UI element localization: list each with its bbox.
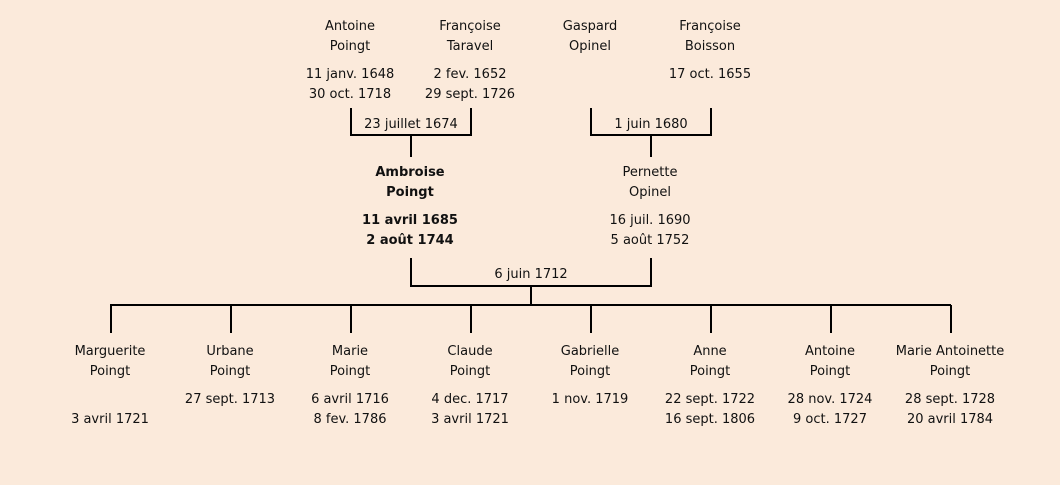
person-gaspard-opinel[interactable]: Gaspard Opinel — [525, 17, 655, 105]
death-date — [525, 410, 655, 430]
connector-poingt-grandparents — [350, 108, 472, 157]
last-name: Poingt — [329, 364, 371, 379]
first-name: Anne — [693, 344, 727, 359]
birth-date: 17 oct. 1655 — [668, 67, 752, 82]
first-name: Marguerite — [74, 344, 146, 359]
death-date: 2 août 1744 — [366, 233, 454, 248]
marriage-date-opinel-boisson: 1 juin 1680 — [614, 117, 688, 132]
person-child-urbane[interactable]: Urbane Poingt 27 sept. 1713 — [165, 342, 295, 430]
birth-date: 11 avril 1685 — [362, 213, 458, 228]
last-name: Poingt — [689, 364, 731, 379]
last-name: Poingt — [209, 364, 251, 379]
last-name: Opinel — [569, 39, 611, 54]
last-name: Poingt — [386, 185, 434, 200]
death-date: 3 avril 1721 — [71, 412, 149, 427]
person-child-marie[interactable]: Marie Poingt 6 avril 1716 8 fev. 1786 — [285, 342, 415, 430]
person-child-anne[interactable]: Anne Poingt 22 sept. 1722 16 sept. 1806 — [645, 342, 775, 430]
last-name: Poingt — [329, 39, 371, 54]
death-date: 30 oct. 1718 — [308, 87, 392, 102]
death-date — [645, 85, 775, 105]
birth-date: 6 avril 1716 — [311, 392, 389, 407]
birth-date: 28 sept. 1728 — [904, 392, 996, 407]
first-name: Urbane — [206, 344, 254, 359]
marriage-date-poingt-taravel: 23 juillet 1674 — [364, 117, 458, 132]
birth-date: 11 janv. 1648 — [305, 67, 395, 82]
connector-opinel-grandparents — [590, 108, 712, 157]
death-date: 9 oct. 1727 — [793, 412, 867, 427]
last-name: Taravel — [446, 39, 494, 54]
last-name: Boisson — [684, 39, 736, 54]
first-name: Marie Antoinette — [895, 344, 1005, 359]
person-francoise-taravel[interactable]: Françoise Taravel 2 fev. 1652 29 sept. 1… — [405, 17, 535, 105]
marriage-date-parents: 6 juin 1712 — [494, 267, 568, 282]
first-name: Ambroise — [375, 165, 445, 180]
birth-date: 4 dec. 1717 — [431, 392, 509, 407]
death-date: 20 avril 1784 — [906, 412, 994, 427]
first-name: Françoise — [679, 19, 741, 34]
first-name: Antoine — [804, 344, 856, 359]
person-antoine-poingt-grandfather[interactable]: Antoine Poingt 11 janv. 1648 30 oct. 171… — [285, 17, 415, 105]
death-date: 5 août 1752 — [610, 233, 690, 248]
last-name: Poingt — [809, 364, 851, 379]
birth-date: 2 fev. 1652 — [433, 67, 507, 82]
last-name: Poingt — [89, 364, 131, 379]
last-name: Poingt — [449, 364, 491, 379]
first-name: Gaspard — [562, 19, 618, 34]
first-name: Claude — [447, 344, 493, 359]
person-child-gabrielle[interactable]: Gabrielle Poingt 1 nov. 1719 — [525, 342, 655, 430]
person-child-antoine[interactable]: Antoine Poingt 28 nov. 1724 9 oct. 1727 — [765, 342, 895, 430]
first-name: Pernette — [622, 165, 678, 180]
connector-parents — [410, 258, 652, 305]
death-date: 3 avril 1721 — [431, 412, 509, 427]
person-child-marie-antoinette[interactable]: Marie Antoinette Poingt 28 sept. 1728 20… — [885, 342, 1015, 430]
person-francoise-boisson[interactable]: Françoise Boisson 17 oct. 1655 — [645, 17, 775, 105]
birth-date: 1 nov. 1719 — [551, 392, 629, 407]
birth-date — [525, 65, 655, 85]
first-name: Antoine — [324, 19, 376, 34]
person-pernette-opinel[interactable]: Pernette Opinel 16 juil. 1690 5 août 175… — [585, 163, 715, 251]
birth-date: 22 sept. 1722 — [664, 392, 756, 407]
last-name: Poingt — [929, 364, 971, 379]
birth-date: 16 juil. 1690 — [609, 213, 691, 228]
last-name: Opinel — [629, 185, 671, 200]
first-name: Marie — [331, 344, 369, 359]
person-ambroise-poingt[interactable]: Ambroise Poingt 11 avril 1685 2 août 174… — [345, 163, 475, 251]
person-child-claude[interactable]: Claude Poingt 4 dec. 1717 3 avril 1721 — [405, 342, 535, 430]
death-date — [525, 85, 655, 105]
person-child-marguerite[interactable]: Marguerite Poingt 3 avril 1721 — [45, 342, 175, 430]
birth-date: 27 sept. 1713 — [184, 392, 276, 407]
first-name: Françoise — [439, 19, 501, 34]
death-date: 8 fev. 1786 — [313, 412, 387, 427]
connector-children — [110, 304, 952, 333]
birth-date: 28 nov. 1724 — [787, 392, 873, 407]
death-date: 29 sept. 1726 — [424, 87, 516, 102]
birth-date — [45, 390, 175, 410]
first-name: Gabrielle — [560, 344, 620, 359]
last-name: Poingt — [569, 364, 611, 379]
death-date: 16 sept. 1806 — [664, 412, 756, 427]
death-date — [165, 410, 295, 430]
